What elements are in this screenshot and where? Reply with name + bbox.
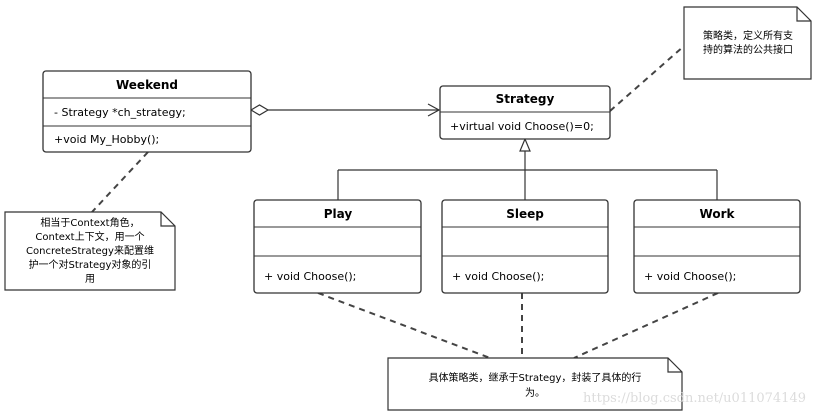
work-method: + void Choose();	[644, 270, 736, 283]
context-note-line-3: ConcreteStrategy来配置维	[26, 244, 154, 257]
context-note-line-2: Context上下文，用一个	[35, 230, 144, 243]
concrete-note-line-2: 为。	[525, 387, 545, 399]
class-work[interactable]: Work + void Choose();	[633, 199, 801, 294]
play-class-name: Play	[324, 207, 353, 221]
strategy-note-line-2: 持的算法的公共接口	[703, 43, 793, 56]
concrete-note-line-1: 具体策略类，继承于Strategy，封装了具体的行	[429, 371, 642, 384]
weekend-attribute: - Strategy *ch_strategy;	[54, 106, 186, 119]
class-strategy[interactable]: Strategy +virtual void Choose()=0;	[439, 85, 611, 140]
note-concrete-strategy[interactable]: 具体策略类，继承于Strategy，封装了具体的行 为。	[387, 357, 683, 411]
play-note-connector	[317, 292, 491, 359]
inheritance-arrowhead	[519, 137, 531, 152]
context-note-line-4: 护一个对Strategy对象的引	[29, 258, 152, 271]
note-strategy[interactable]: 策略类，定义所有支 持的算法的公共接口	[683, 6, 812, 80]
context-note-connector	[91, 151, 149, 213]
class-weekend[interactable]: Weekend - Strategy *ch_strategy; +void M…	[42, 70, 252, 153]
strategy-class-name: Strategy	[496, 92, 555, 106]
sleep-class-name: Sleep	[506, 207, 544, 221]
inheritance-connector	[337, 151, 718, 200]
work-class-name: Work	[700, 207, 736, 221]
strategy-note-line-1: 策略类，定义所有支	[703, 29, 793, 42]
weekend-method: +void My_Hobby();	[54, 133, 159, 146]
aggregation-diamond	[249, 104, 270, 116]
strategy-method: +virtual void Choose()=0;	[450, 120, 594, 133]
watermark-text: https://blog.csdn.net/u011074149	[583, 391, 806, 406]
context-note-line-1: 相当于Context角色，	[40, 216, 139, 229]
class-play[interactable]: Play + void Choose();	[253, 199, 422, 294]
sleep-method: + void Choose();	[452, 270, 544, 283]
class-sleep[interactable]: Sleep + void Choose();	[441, 199, 609, 294]
weekend-class-name: Weekend	[116, 78, 178, 92]
strategy-note-connector	[609, 45, 685, 112]
aggregation-arrowhead	[427, 103, 441, 117]
note-context[interactable]: 相当于Context角色， Context上下文，用一个 ConcreteStr…	[4, 211, 176, 291]
context-note-line-5: 用	[85, 274, 95, 285]
work-note-connector	[573, 292, 719, 359]
play-method: + void Choose();	[264, 270, 356, 283]
